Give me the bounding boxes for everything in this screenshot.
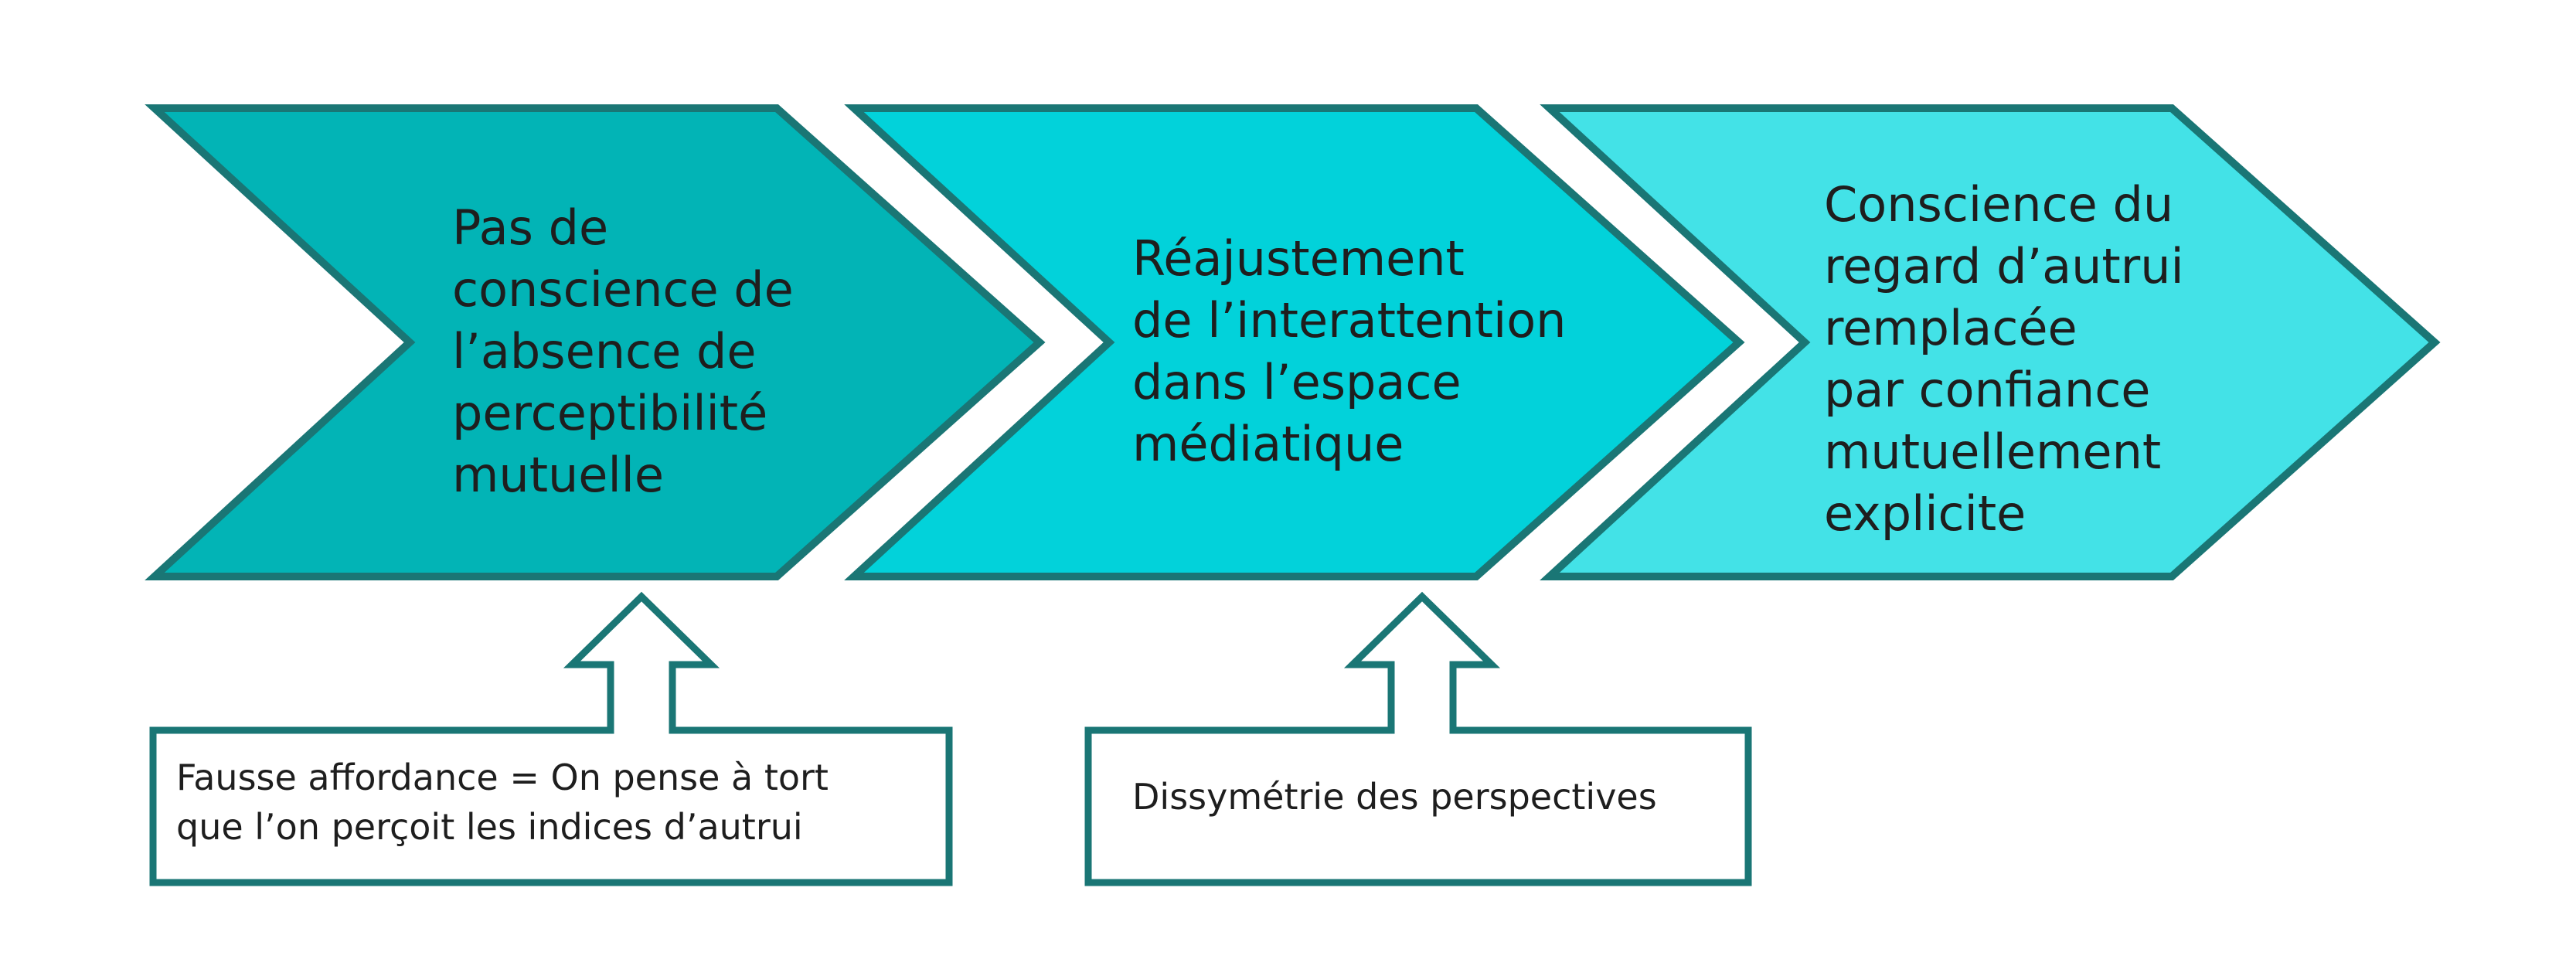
callout-1-shape <box>149 591 953 886</box>
chevron-step-2-shape <box>844 104 1745 580</box>
chevron-step-2: Réajustement de l’interattention dans l’… <box>844 104 1745 580</box>
chevron-step-3-line: remplacée <box>1824 300 2077 356</box>
callout-1-text: Fausse affordance = On pense à tort que … <box>176 757 840 848</box>
chevron-step-3-line: mutuellement <box>1824 423 2161 480</box>
chevron-step-1-line: Pas de <box>452 199 608 256</box>
callout-1: Fausse affordance = On pense à tort que … <box>149 591 953 886</box>
callout-2-text: Dissymétrie des perspectives <box>1132 776 1657 818</box>
chevron-step-3-line: Conscience du <box>1824 176 2173 233</box>
chevron-step-3-line: regard d’autrui <box>1824 238 2184 294</box>
callout-2-shape <box>1084 591 1752 886</box>
chevron-step-2-line: dans l’espace <box>1132 354 1462 410</box>
chevron-step-3-line: par confiance <box>1824 362 2150 418</box>
chevron-step-2-line: de l’interattention <box>1132 292 1566 349</box>
callout-2: Dissymétrie des perspectives <box>1084 591 1752 886</box>
chevron-step-1-text: Pas de conscience de l’absence de percep… <box>452 199 809 503</box>
chevron-step-1-line: mutuelle <box>452 447 664 503</box>
chevron-step-1: Pas de conscience de l’absence de percep… <box>145 104 1046 580</box>
chevron-step-2-line: Réajustement <box>1132 230 1465 287</box>
chevron-step-3-shape <box>1540 104 2441 580</box>
chevron-step-3-line: explicite <box>1824 485 2026 542</box>
callout-1-line: que l’on perçoit les indices d’autrui <box>176 806 803 848</box>
chevron-step-2-line: médiatique <box>1132 416 1404 472</box>
chevron-step-1-line: perceptibilité <box>452 385 767 441</box>
callout-1-line: Fausse affordance = On pense à tort <box>176 757 829 798</box>
chevron-step-1-line: conscience de <box>452 261 794 318</box>
chevron-step-1-line: l’absence de <box>452 323 756 379</box>
chevron-step-3: Conscience du regard d’autrui remplacée … <box>1540 104 2441 580</box>
chevron-step-3-text: Conscience du regard d’autrui remplacée … <box>1824 176 2199 542</box>
chevron-step-2-text: Réajustement de l’interattention dans l’… <box>1132 230 1581 472</box>
callout-2-line: Dissymétrie des perspectives <box>1132 776 1657 818</box>
chevron-step-1-shape <box>145 104 1046 580</box>
